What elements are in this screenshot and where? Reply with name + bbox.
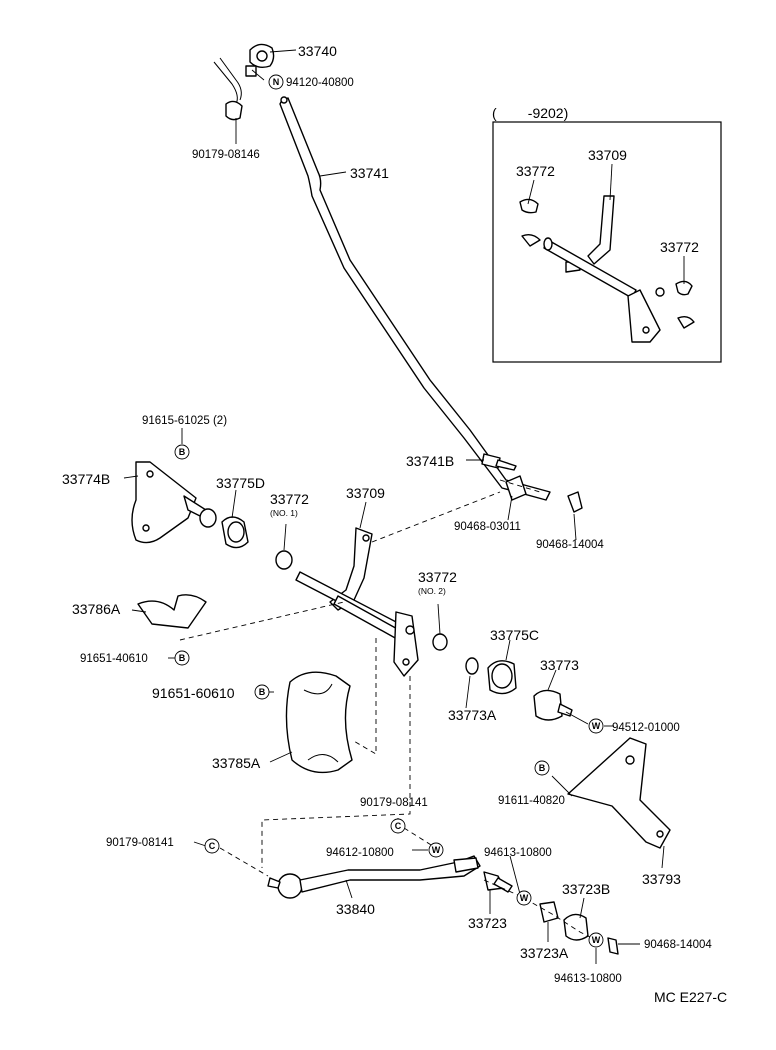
label-33785A: 33785A [212, 755, 261, 771]
svg-text:W: W [520, 893, 529, 903]
label-33775D: 33775D [216, 475, 265, 491]
inset-box [492, 121, 722, 363]
label-91615-61025: 91615-61025 (2) [142, 415, 227, 427]
b-symbol-91611: B [534, 760, 550, 776]
bushing-33723B [563, 913, 589, 941]
clip-90468-14004-top [567, 491, 583, 513]
label-91651-60610: 91651-60610 [152, 685, 235, 701]
clip-90468-14004-bottom [607, 937, 619, 955]
label-33772-no1: 33772 [270, 491, 309, 507]
pin-33723 [483, 871, 513, 893]
svg-text:B: B [179, 447, 186, 457]
label-33773: 33773 [540, 657, 579, 673]
w-symbol-94512: W [588, 718, 604, 734]
w-symbol-94613-upper: W [516, 890, 532, 906]
label-90179-08146: 90179-08146 [192, 149, 260, 161]
label-33723A: 33723A [520, 945, 569, 961]
label-33741: 33741 [350, 165, 389, 181]
bracket-33774B [131, 461, 217, 544]
w-symbol-94612: W [428, 842, 444, 858]
label-33741B: 33741B [406, 453, 454, 469]
label-90179-08141-left: 90179-08141 [106, 837, 174, 849]
svg-text:N: N [273, 77, 280, 87]
label-inset-33709: 33709 [588, 147, 627, 163]
label-90179-08141-upper: 90179-08141 [360, 797, 428, 809]
label-33773A: 33773A [448, 707, 497, 723]
b-symbol-91651-60610: B [254, 684, 270, 700]
svg-text:W: W [592, 721, 601, 731]
svg-text:B: B [259, 687, 266, 697]
label-33709: 33709 [346, 485, 385, 501]
diagram-code: MC E227-C [654, 989, 727, 1005]
clip-90179-08146 [225, 100, 243, 121]
c-symbol-90179-08141-upper: C [390, 818, 406, 834]
protector-33786A [137, 594, 207, 629]
lever-33709 [295, 527, 419, 677]
label-33775C: 33775C [490, 627, 539, 643]
n-symbol-94120: N [268, 74, 284, 90]
svg-text:W: W [432, 845, 441, 855]
label-33786A: 33786A [72, 601, 121, 617]
svg-text:B: B [179, 653, 186, 663]
label-33772-no1-note: (NO. 1) [270, 508, 298, 518]
label-90468-03011: 90468-03011 [454, 521, 521, 533]
boot-33785A [285, 671, 353, 774]
assembly-dashed-lines [179, 479, 601, 943]
svg-text:B: B [539, 763, 546, 773]
bushing-33775D [221, 516, 249, 549]
bushing-33772-no2 [432, 633, 448, 651]
label-33793: 33793 [642, 871, 681, 887]
rod-33840 [267, 855, 481, 899]
label-90468-14004-top: 90468-14004 [536, 539, 604, 551]
label-inset-33772-b: 33772 [660, 239, 699, 255]
label-91611-40820: 91611-40820 [498, 795, 565, 807]
label-33774B: 33774B [62, 471, 110, 487]
label-91651-40610: 91651-40610 [80, 653, 148, 665]
label-inset-33772-a: 33772 [516, 163, 555, 179]
label-33723B: 33723B [562, 881, 610, 897]
label-33723: 33723 [468, 915, 507, 931]
w-symbol-94613-lower: W [588, 932, 604, 948]
svg-text:W: W [592, 935, 601, 945]
label-33740: 33740 [298, 43, 337, 59]
label-inset-header: ( -9202) [492, 105, 568, 121]
label-94613-10800-upper: 94613-10800 [484, 847, 552, 859]
ring-33773A [465, 657, 479, 675]
label-94120-40800: 94120-40800 [286, 77, 354, 89]
bracket-33793 [567, 737, 671, 849]
bushing-33772-no1 [275, 550, 293, 570]
label-94613-10800-lower: 94613-10800 [554, 973, 622, 985]
svg-text:C: C [395, 821, 402, 831]
label-33772-no2: 33772 [418, 569, 457, 585]
bolt-33741B [481, 453, 517, 471]
rod-33741 [279, 96, 551, 501]
svg-text:C: C [209, 841, 216, 851]
lever-end-33740 [213, 43, 275, 105]
label-94612-10800: 94612-10800 [326, 847, 394, 859]
label-33840: 33840 [336, 901, 375, 917]
label-94512-01000: 94512-01000 [612, 722, 680, 734]
bushing-33775C [487, 660, 517, 695]
label-33772-no2-note: (NO. 2) [418, 586, 446, 596]
bushing-33773 [533, 689, 573, 721]
label-90468-14004-bottom: 90468-14004 [644, 939, 712, 951]
b-symbol-91651-40610: B [174, 650, 190, 666]
bushing-90468-03011 [505, 475, 527, 501]
c-symbol-90179-08141-left: C [204, 838, 220, 854]
b-symbol-91615: B [174, 444, 190, 460]
